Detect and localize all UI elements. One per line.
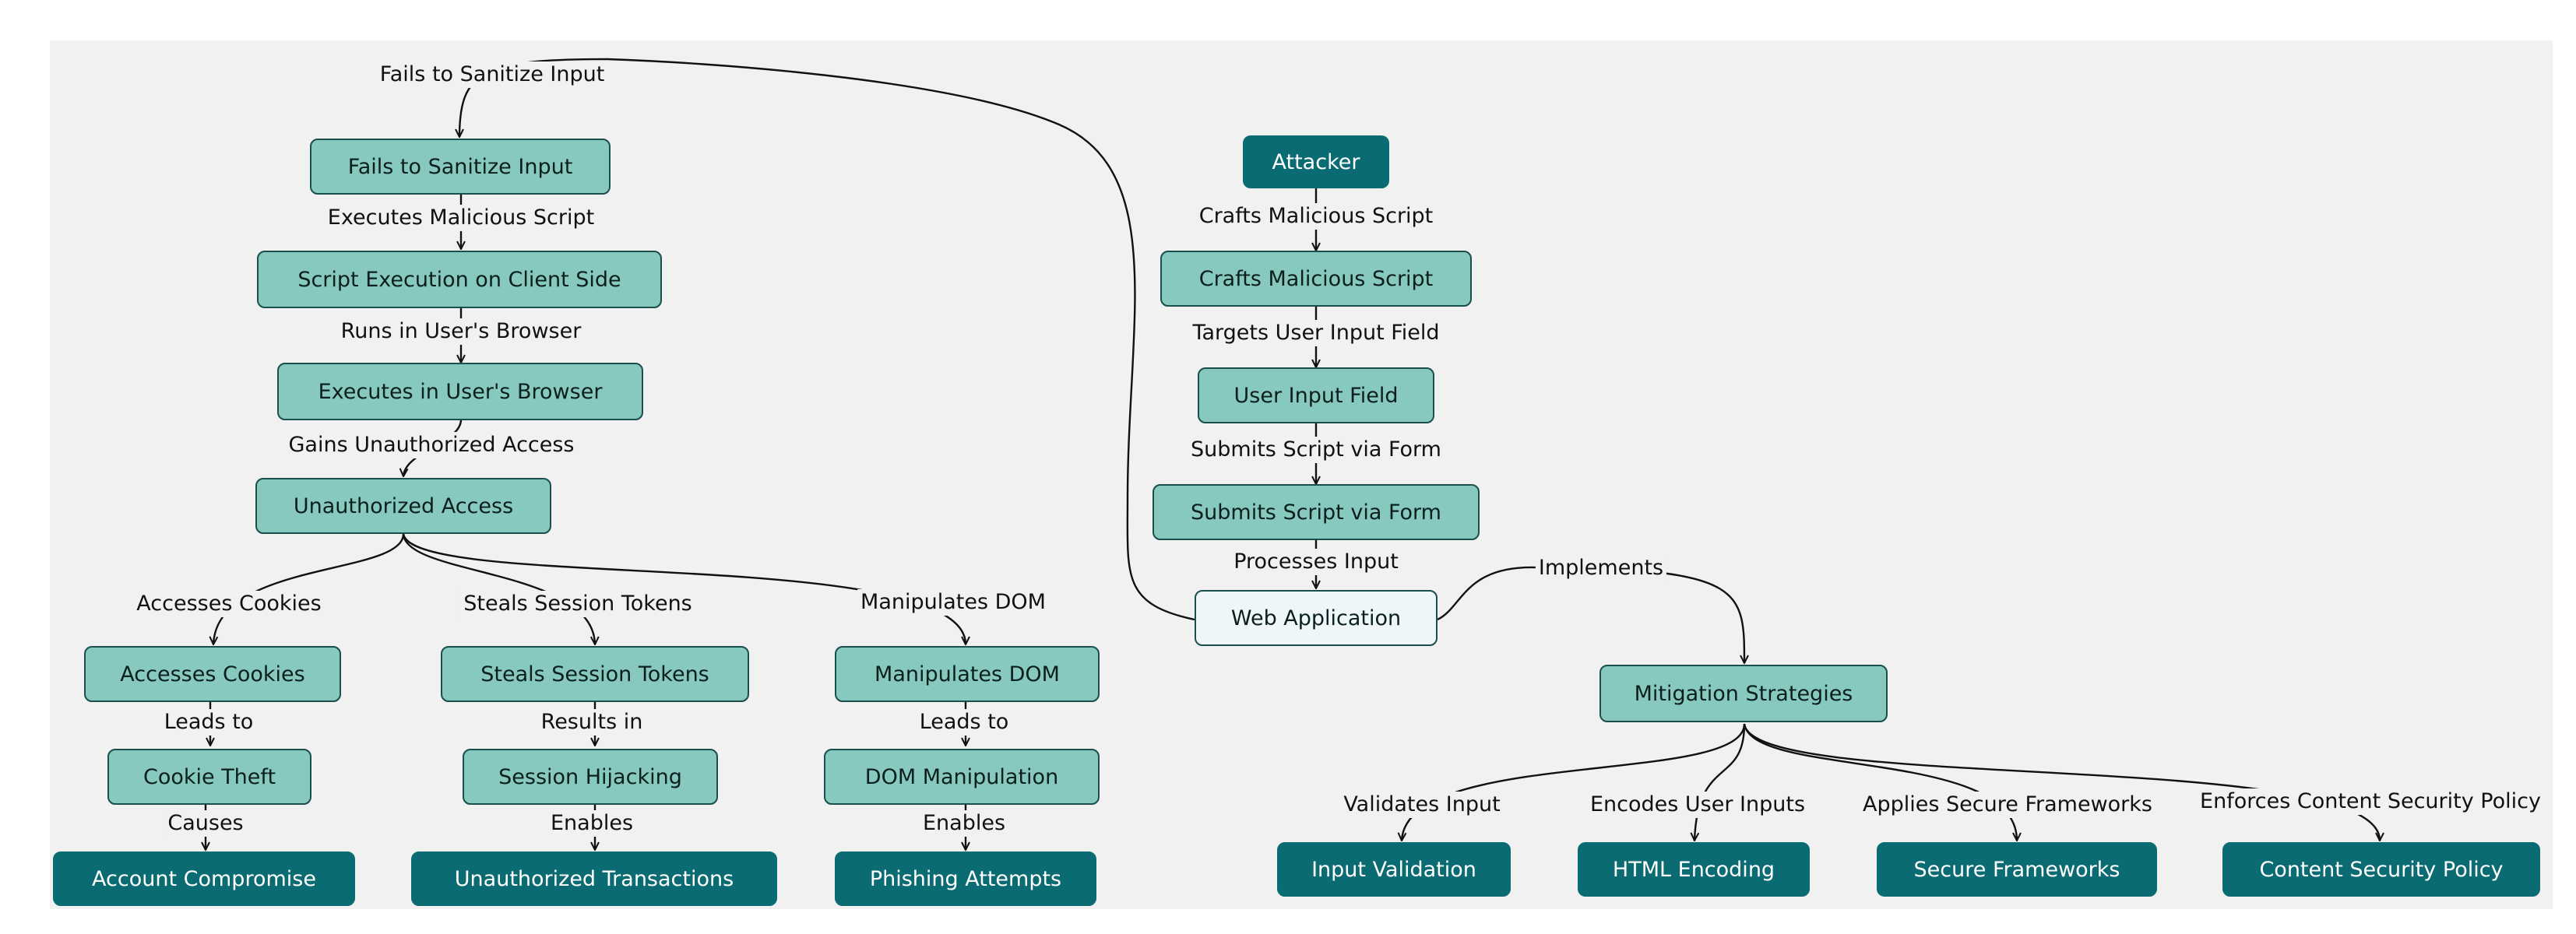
- edge-label-accesses-cookies: Accesses Cookies: [133, 591, 325, 617]
- edge-mitigation-validation: [1402, 723, 1746, 841]
- node-html-encoding[interactable]: HTML Encoding: [1578, 842, 1810, 897]
- node-attacker[interactable]: Attacker: [1243, 135, 1389, 188]
- edge-label-applies: Applies Secure Frameworks: [1860, 792, 2155, 818]
- edge-mitigation-frameworks: [1743, 723, 2017, 841]
- edge-label-submits: Submits Script via Form: [1188, 437, 1445, 463]
- edge-mitigation-csp: [1743, 723, 2380, 841]
- edge-label-fails: Fails to Sanitize Input: [376, 61, 608, 88]
- edge-label-enables-2: Enables: [919, 810, 1009, 837]
- edge-label-manipulates-dom: Manipulates DOM: [857, 589, 1049, 616]
- node-fails-sanitize[interactable]: Fails to Sanitize Input: [310, 139, 611, 195]
- edge-webapp-fails: [459, 58, 1195, 621]
- edge-access-tokens: [402, 533, 595, 644]
- edge-label-enforces: Enforces Content Security Policy: [2197, 788, 2544, 815]
- edge-label-leads-to-1: Leads to: [160, 709, 257, 736]
- edge-mitigation-encoding: [1694, 723, 1746, 841]
- edge-label-implements: Implements: [1535, 555, 1667, 581]
- node-accesses-cookies[interactable]: Accesses Cookies: [84, 646, 341, 702]
- node-submits-script[interactable]: Submits Script via Form: [1153, 484, 1480, 540]
- edge-label-gains: Gains Unauthorized Access: [285, 432, 578, 458]
- node-dom-manipulation[interactable]: DOM Manipulation: [824, 749, 1100, 805]
- edge-label-leads-to-2: Leads to: [916, 709, 1012, 736]
- node-unauthorized-access[interactable]: Unauthorized Access: [255, 478, 551, 534]
- edge-label-validates: Validates Input: [1340, 792, 1504, 818]
- edge-label-runs: Runs in User's Browser: [337, 318, 585, 345]
- node-unauthorized-transactions[interactable]: Unauthorized Transactions: [411, 851, 777, 906]
- node-script-execution[interactable]: Script Execution on Client Side: [257, 251, 662, 308]
- node-secure-frameworks[interactable]: Secure Frameworks: [1877, 842, 2157, 897]
- edge-label-causes: Causes: [164, 810, 247, 837]
- node-phishing-attempts[interactable]: Phishing Attempts: [835, 851, 1096, 906]
- node-account-compromise[interactable]: Account Compromise: [53, 851, 355, 906]
- node-steals-tokens[interactable]: Steals Session Tokens: [441, 646, 749, 702]
- node-user-input-field[interactable]: User Input Field: [1198, 367, 1434, 423]
- node-mitigation[interactable]: Mitigation Strategies: [1599, 665, 1888, 722]
- edge-label-processes: Processes Input: [1230, 549, 1402, 575]
- node-cookie-theft[interactable]: Cookie Theft: [107, 749, 311, 805]
- node-web-application[interactable]: Web Application: [1195, 590, 1438, 646]
- edge-label-executes: Executes Malicious Script: [324, 205, 598, 231]
- node-input-validation[interactable]: Input Validation: [1277, 842, 1511, 897]
- edge-webapp-mitigation: [1437, 566, 1744, 663]
- node-csp[interactable]: Content Security Policy: [2222, 842, 2540, 897]
- edge-label-steals-tokens: Steals Session Tokens: [460, 591, 695, 617]
- node-manipulates-dom[interactable]: Manipulates DOM: [835, 646, 1100, 702]
- node-crafts-script[interactable]: Crafts Malicious Script: [1160, 251, 1472, 307]
- node-executes-browser[interactable]: Executes in User's Browser: [277, 363, 643, 420]
- edge-label-encodes: Encodes User Inputs: [1586, 792, 1809, 818]
- edge-label-results-in: Results in: [537, 709, 646, 736]
- edge-label-enables-1: Enables: [547, 810, 637, 837]
- edge-label-targets: Targets User Input Field: [1189, 320, 1443, 346]
- edge-label-crafts: Crafts Malicious Script: [1195, 203, 1437, 230]
- edge-access-cookies: [213, 533, 405, 644]
- node-session-hijacking[interactable]: Session Hijacking: [463, 749, 718, 805]
